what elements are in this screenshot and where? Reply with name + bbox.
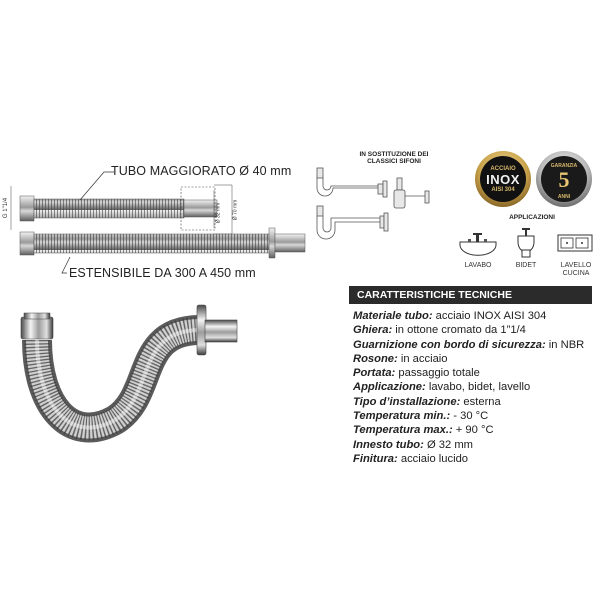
- warranty-badge: [535, 150, 593, 208]
- pipe-collapsed: [19, 195, 218, 222]
- pipe-drawing: [10, 171, 306, 274]
- application-label-kitchen-sink: LAVELLO CUCINA: [560, 262, 592, 277]
- spec-value: in NBR: [545, 338, 585, 351]
- inox-badge-top: ACCIAIO: [490, 166, 516, 172]
- technical-drawing: [0, 150, 320, 290]
- spec-value: lavabo, bidet, lavello: [425, 381, 531, 394]
- product-photo: [15, 295, 245, 445]
- spec-key: Innesto tubo:: [353, 438, 424, 451]
- bidet-icon: [515, 226, 537, 258]
- outer-diameter-label: Ø 70 mm: [232, 199, 239, 221]
- spec-row: Rosone: in acciaio: [353, 352, 584, 366]
- inox-badge-sub: AISI 304: [491, 187, 515, 193]
- spec-row: Ghiera: in ottone cromato da 1”1/4: [353, 323, 584, 337]
- spec-row: Tipo d’installazione: esterna: [353, 395, 584, 409]
- spec-row: Guarnizione con bordo di sicurezza: in N…: [353, 338, 584, 352]
- extension-range-label: ESTENSIBILE DA 300 A 450 mm: [69, 266, 256, 280]
- spec-value: passaggio totale: [395, 367, 480, 380]
- spec-value: in ottone cromato da 1”1/4: [392, 324, 526, 337]
- spec-key: Ghiera:: [353, 324, 393, 337]
- thread-size-label: G 1"1/4: [3, 197, 10, 219]
- spec-row: Applicazione: lavabo, bidet, lavello: [353, 380, 584, 394]
- washbasin-icon: [458, 228, 498, 256]
- spec-row: Portata: passaggio totale: [353, 366, 584, 380]
- spec-row: Temperatura min.: - 30 °C: [353, 409, 584, 423]
- pipe-extended: [19, 227, 306, 259]
- spec-value: esterna: [460, 395, 501, 408]
- spec-key: Guarnizione con bordo di sicurezza:: [353, 338, 546, 351]
- spec-key: Portata:: [353, 367, 396, 380]
- spec-value: + 90 °C: [452, 424, 494, 437]
- replacement-title: IN SOSTITUZIONE DEI CLASSICI SIFONI: [359, 151, 429, 165]
- specs-header: CARATTERISTICHE TECNICHE: [349, 286, 592, 304]
- application-label-bidet: BIDET: [515, 262, 537, 269]
- warranty-badge-top: GARANZIA: [550, 163, 578, 169]
- spec-key: Materiale tubo:: [353, 310, 433, 322]
- inox-badge: [474, 150, 532, 208]
- spec-row: Innesto tubo: Ø 32 mm: [353, 438, 584, 452]
- spec-row: Temperatura max.: + 90 °C: [353, 423, 584, 437]
- spec-key: Finitura:: [353, 452, 398, 465]
- spec-key: Rosone:: [353, 352, 398, 365]
- spec-row: Finitura: acciaio lucido: [353, 452, 584, 466]
- application-label-washbasin: LAVABO: [464, 262, 492, 269]
- spec-key: Temperatura max.:: [353, 424, 453, 437]
- tube-size-label: TUBO MAGGIORATO Ø 40 mm: [111, 164, 292, 178]
- spec-value: Ø 32 mm: [423, 438, 473, 451]
- classic-siphons-drawing: [305, 166, 435, 246]
- kitchen-sink-icon: [557, 234, 593, 252]
- spec-key: Applicazione:: [353, 381, 426, 394]
- spec-key: Temperatura min.:: [353, 410, 451, 423]
- spec-row: Materiale tubo: acciaio INOX AISI 304: [353, 309, 584, 323]
- inox-badge-main: INOX: [486, 172, 520, 187]
- spec-key: Tipo d’installazione:: [353, 395, 461, 408]
- inner-diameter-label: Ø 32 mm: [215, 202, 222, 224]
- spec-value: in acciaio: [397, 352, 448, 365]
- applications-title: APPLICAZIONI: [509, 214, 555, 221]
- spec-value: - 30 °C: [450, 410, 489, 423]
- spec-value: acciaio INOX AISI 304: [432, 310, 547, 322]
- warranty-badge-number: 5: [558, 167, 570, 192]
- warranty-badge-bottom: ANNI: [557, 194, 571, 200]
- spec-value: acciaio lucido: [397, 452, 469, 465]
